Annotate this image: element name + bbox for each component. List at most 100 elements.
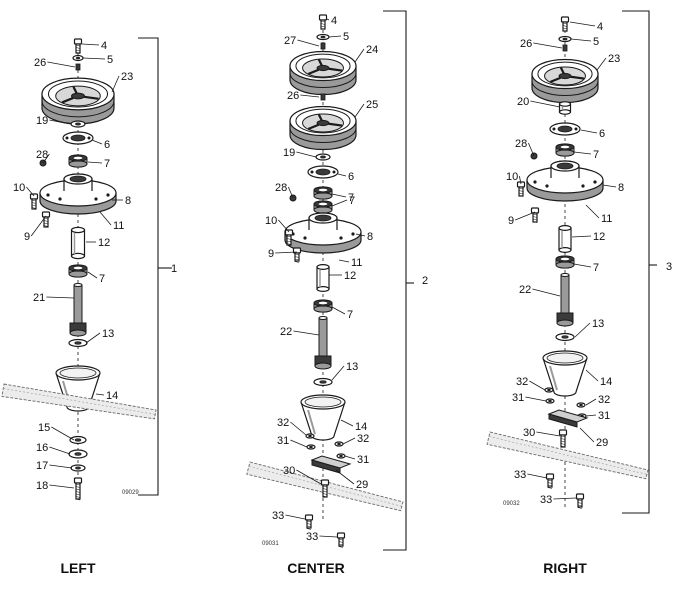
callout-14: 14	[585, 369, 612, 388]
callout-7: 7	[573, 149, 599, 161]
part-number-label: 17	[36, 460, 48, 472]
part-number-label: 7	[104, 158, 110, 170]
part-number-label: 14	[106, 390, 118, 402]
part-number-label: 10	[506, 171, 518, 183]
part-number-label: 28	[36, 149, 48, 161]
assembly-title-center: CENTER	[287, 560, 345, 576]
part-number-label: 9	[508, 215, 514, 227]
part-number-label: 8	[125, 195, 131, 207]
screw	[29, 193, 39, 210]
part-number-label: 33	[272, 510, 284, 522]
callout-5: 5	[328, 31, 349, 43]
spindle-housing	[526, 160, 604, 202]
callout-31: 31	[512, 392, 547, 404]
blade-plate	[547, 409, 589, 428]
part-number-label: 33	[306, 531, 318, 543]
part-number-label: 31	[277, 435, 289, 447]
part-number-label: 24	[366, 44, 378, 56]
screw	[516, 181, 526, 197]
bearing	[313, 186, 333, 200]
assembly-title-left: LEFT	[61, 560, 96, 576]
part-number-label: 23	[608, 53, 620, 65]
part-number-label: 19	[36, 115, 48, 127]
bearing	[68, 154, 88, 168]
callout-23: 23	[596, 53, 620, 71]
washer	[68, 449, 88, 459]
bolt	[73, 477, 83, 501]
spindle-shaft	[314, 316, 332, 370]
spindle-housing	[39, 173, 117, 215]
part-number-label: 32	[516, 376, 528, 388]
part-number-label: 31	[598, 410, 610, 422]
callout-7: 7	[573, 262, 599, 274]
callout-10: 10	[506, 171, 522, 185]
part-number-label: 29	[356, 479, 368, 491]
key	[320, 93, 326, 101]
bearing	[313, 200, 333, 214]
part-number-label: 33	[514, 469, 526, 481]
part-number-label: 30	[283, 465, 295, 477]
assembly-title-right: RIGHT	[543, 560, 587, 576]
bearing	[555, 255, 575, 269]
part-number-label: 11	[351, 257, 362, 269]
callout-12: 12	[86, 237, 110, 249]
screw	[530, 207, 540, 223]
callout-26: 26	[287, 90, 320, 102]
part-number-label: 7	[349, 195, 355, 207]
part-number-label: 9	[268, 248, 274, 260]
figure-code: 09029	[122, 490, 139, 496]
bolt	[318, 14, 328, 30]
bearing	[68, 264, 88, 278]
part-number-label: 12	[344, 270, 356, 282]
key	[320, 42, 326, 50]
callout-27: 27	[284, 35, 320, 47]
bolt	[304, 514, 314, 530]
callout-18: 18	[36, 480, 75, 492]
screw	[41, 211, 51, 228]
bolt	[336, 532, 346, 548]
pulley	[289, 105, 357, 151]
washer	[68, 338, 88, 348]
part-number-label: 19	[283, 147, 295, 159]
callout-10: 10	[265, 215, 290, 233]
callout-33: 33	[540, 494, 577, 506]
callout-19: 19	[283, 147, 317, 159]
part-number-label: 13	[346, 361, 358, 373]
part-number-label: 30	[523, 427, 535, 439]
callout-11: 11	[99, 211, 124, 232]
bolt	[560, 16, 570, 32]
part-number-label: 29	[596, 437, 608, 449]
part-number-label: 10	[13, 182, 25, 194]
part-number-label: 23	[121, 71, 133, 83]
blade-cup	[300, 394, 346, 441]
nut	[576, 402, 586, 408]
callout-8: 8	[355, 231, 373, 243]
callout-32: 32	[342, 433, 369, 445]
part-number-label: 6	[348, 171, 354, 183]
washer	[69, 435, 87, 445]
callout-7: 7	[87, 158, 110, 170]
callout-20: 20	[517, 96, 561, 108]
part-number-label: 12	[98, 237, 110, 249]
assembly-bracket	[138, 37, 172, 496]
callout-13: 13	[331, 361, 358, 381]
part-number-label: 11	[113, 220, 124, 232]
callout-28: 28	[36, 149, 50, 164]
washer	[545, 398, 555, 404]
part-number-label: 4	[597, 21, 603, 33]
washer	[555, 332, 575, 342]
part-number-label: 16	[36, 442, 48, 454]
callout-14: 14	[95, 390, 118, 402]
part-number-label: 14	[355, 421, 367, 433]
callout-31: 31	[344, 454, 369, 466]
part-number-label: 22	[519, 284, 531, 296]
spacer	[558, 225, 572, 254]
callout-11: 11	[585, 204, 612, 225]
callout-21: 21	[33, 292, 75, 304]
part-number-label: 4	[101, 40, 107, 52]
grease-fitting-plate	[307, 165, 339, 179]
callout-13: 13	[85, 328, 114, 344]
part-number-label: 12	[593, 231, 605, 243]
